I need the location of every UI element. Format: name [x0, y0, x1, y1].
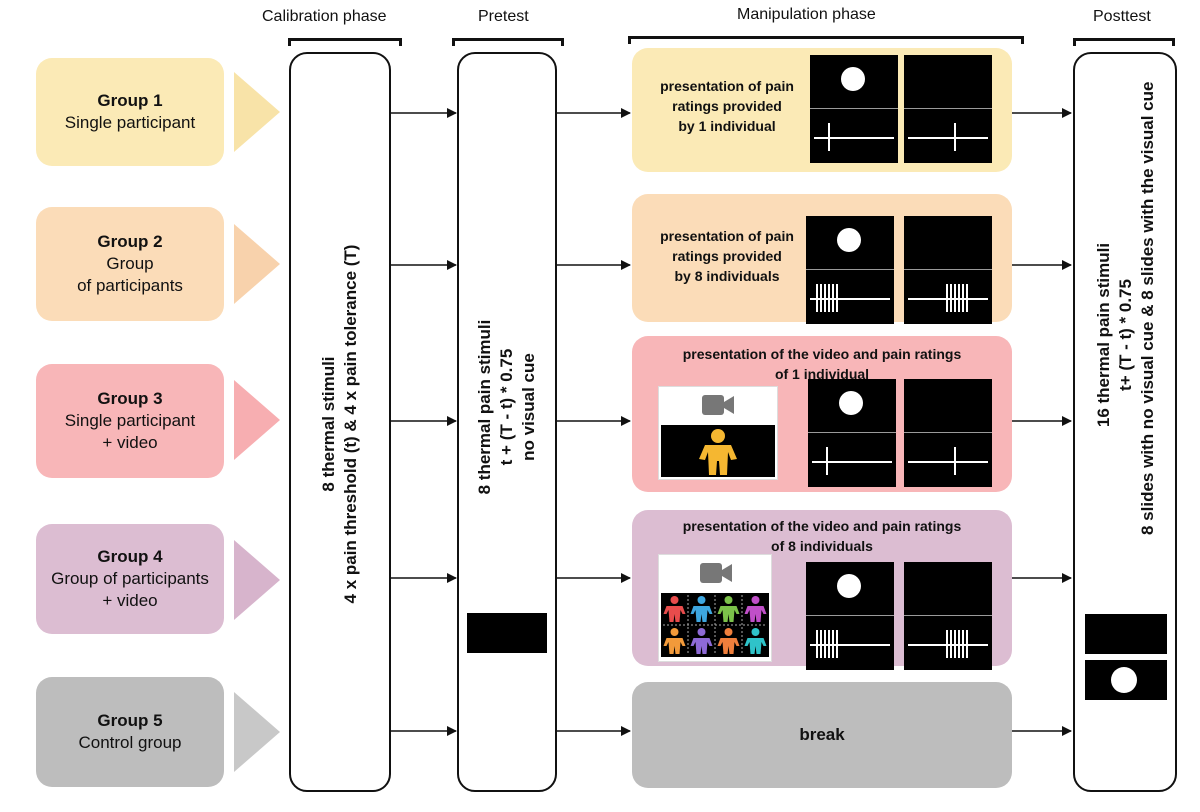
group-2-box: Group 2 Group of participants [36, 207, 224, 321]
dot-icon [841, 67, 865, 91]
manipulation-panel-3: presentation of the video and pain ratin… [632, 336, 1012, 492]
person-icon [717, 596, 740, 622]
group-description: + video [102, 433, 158, 452]
group-1-chevron [234, 72, 280, 152]
group-title: Group 4 [97, 547, 163, 566]
dot-icon [839, 391, 863, 415]
group-description: Control group [78, 733, 182, 752]
rating-screen-dot [806, 216, 894, 324]
person-icon [690, 628, 713, 654]
calibration-column [289, 52, 391, 792]
rating-screen-scale [904, 562, 992, 670]
rating-screen-dot [808, 379, 896, 487]
dot-icon [1111, 667, 1137, 693]
group-5-chevron [234, 692, 280, 772]
group-description: + video [102, 591, 158, 610]
group-description: Single participant [64, 113, 196, 132]
group-1-box: Group 1 Single participant [36, 58, 224, 166]
group-title: Group 3 [97, 389, 163, 408]
person-icon [717, 628, 740, 654]
posttest-bracket [1073, 38, 1175, 46]
rating-screen-scale [904, 216, 992, 324]
group-description: Group of participants [51, 569, 209, 588]
group-4-box: Group 4 Group of participants + video [36, 524, 224, 634]
people-grid-icon [661, 593, 769, 657]
manipulation-panel-1: presentation of pain ratings provided by… [632, 48, 1012, 172]
group-3-box: Group 3 Single participant + video [36, 364, 224, 478]
panel-caption: presentation of the video and pain ratin… [682, 518, 962, 554]
video-camera-icon [702, 395, 734, 415]
rating-screen-dot [810, 55, 898, 163]
pretest-column [457, 52, 557, 792]
video-camera-icon [700, 563, 732, 583]
group-5-box: Group 5 Control group [36, 677, 224, 787]
group-description: Group [106, 254, 154, 273]
pretest-bracket [452, 38, 564, 46]
rating-screen-scale [904, 55, 992, 163]
person-icon [744, 628, 767, 654]
manipulation-panel-break: break [632, 682, 1012, 788]
video-card [658, 554, 772, 662]
person-icon [663, 596, 686, 622]
person-icon [690, 596, 713, 622]
panel-caption: presentation of pain ratings provided by… [660, 78, 794, 134]
group-4-chevron [234, 540, 280, 620]
rating-screen-dot [806, 562, 894, 670]
manipulation-phase-label: Manipulation phase [737, 6, 876, 23]
group-title: Group 5 [97, 711, 163, 730]
manipulation-panel-2: presentation of pain ratings provided by… [632, 194, 1012, 324]
posttest-black-slide [1085, 614, 1167, 654]
group-title: Group 1 [97, 91, 163, 110]
dot-icon [837, 228, 861, 252]
group-description: of participants [77, 276, 183, 295]
posttest-phase-label: Posttest [1093, 8, 1151, 25]
calibration-phase-label: Calibration phase [262, 8, 387, 25]
group-3-chevron [234, 380, 280, 460]
person-icon [663, 628, 686, 654]
pretest-black-slide [467, 613, 547, 653]
posttest-dot-slide [1085, 660, 1167, 700]
group-description: Single participant [64, 411, 196, 430]
video-card [658, 386, 778, 480]
rating-screen-scale [904, 379, 992, 487]
break-label: break [799, 725, 845, 744]
person-icon [699, 429, 737, 475]
panel-caption: presentation of pain ratings provided by… [660, 228, 794, 284]
manipulation-panel-4: presentation of the video and pain ratin… [632, 510, 1012, 670]
calibration-bracket [288, 38, 402, 46]
pretest-phase-label: Pretest [478, 8, 529, 25]
dot-icon [837, 574, 861, 598]
person-icon [744, 596, 767, 622]
group-2-chevron [234, 224, 280, 304]
panel-caption: presentation of the video and pain ratin… [682, 346, 962, 382]
group-title: Group 2 [97, 232, 163, 251]
manipulation-bracket [628, 36, 1024, 44]
video-frame [661, 425, 775, 477]
